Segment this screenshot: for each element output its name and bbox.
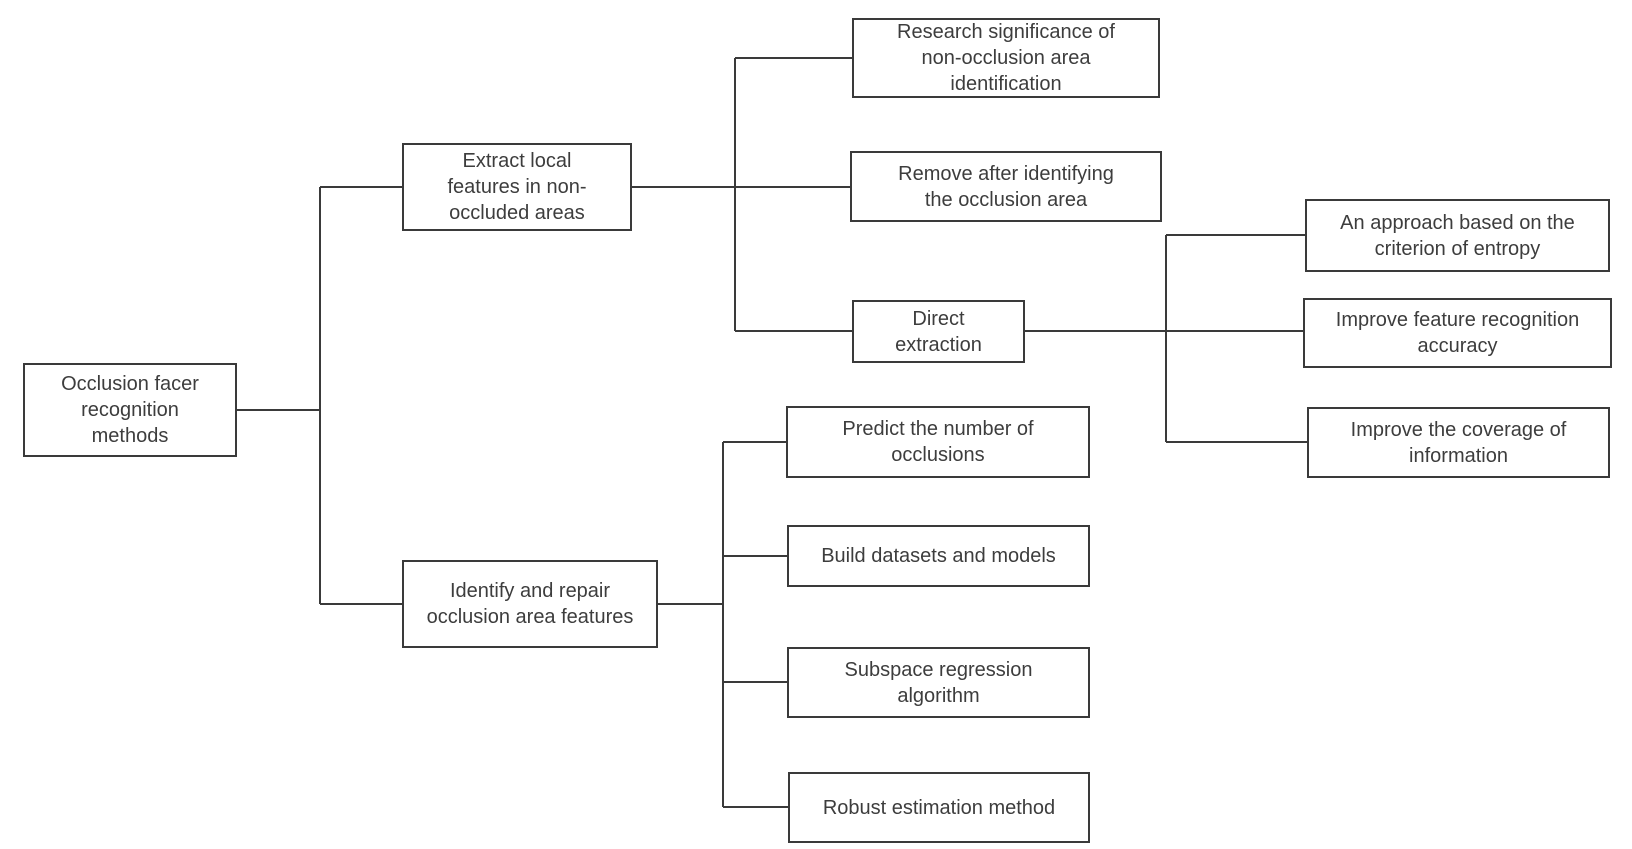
- node-robust-estimation-label: Robust estimation method: [822, 796, 1056, 819]
- node-extract-local: Extract local features in non- occluded …: [402, 143, 632, 231]
- node-subspace-regression-label: Subspace regression algorithm: [844, 658, 1033, 707]
- node-root: Occlusion facer recognition methods: [23, 363, 237, 457]
- node-robust-estimation: Robust estimation method: [788, 772, 1090, 843]
- node-recognition-accuracy: Improve feature recognition accuracy: [1303, 298, 1612, 368]
- node-predict-occlusions: Predict the number of occlusions: [786, 406, 1090, 478]
- node-remove-after-label: Remove after identifying the occlusion a…: [898, 162, 1114, 211]
- node-coverage-information-label: Improve the coverage of information: [1350, 418, 1567, 467]
- node-extract-local-label: Extract local features in non- occluded …: [447, 150, 587, 224]
- node-recognition-accuracy-label: Improve feature recognition accuracy: [1335, 309, 1580, 357]
- node-research-significance: Research significance of non-occlusion a…: [852, 18, 1160, 98]
- node-subspace-regression: Subspace regression algorithm: [787, 647, 1090, 718]
- node-predict-occlusions-label: Predict the number of occlusions: [842, 418, 1034, 466]
- node-remove-after: Remove after identifying the occlusion a…: [850, 151, 1162, 222]
- node-root-label: Occlusion facer recognition methods: [61, 373, 199, 447]
- node-build-datasets: Build datasets and models: [787, 525, 1090, 587]
- node-research-significance-label: Research significance of non-occlusion a…: [897, 21, 1115, 95]
- node-identify-repair-label: Identify and repair occlusion area featu…: [426, 580, 634, 628]
- node-direct-extraction-label: Direct extraction: [895, 307, 982, 356]
- node-entropy-approach-label: An approach based on the criterion of en…: [1340, 211, 1575, 260]
- node-identify-repair: Identify and repair occlusion area featu…: [402, 560, 658, 648]
- node-direct-extraction: Direct extraction: [852, 300, 1025, 363]
- node-entropy-approach: An approach based on the criterion of en…: [1305, 199, 1610, 272]
- node-build-datasets-label: Build datasets and models: [821, 545, 1056, 567]
- node-coverage-information: Improve the coverage of information: [1307, 407, 1610, 478]
